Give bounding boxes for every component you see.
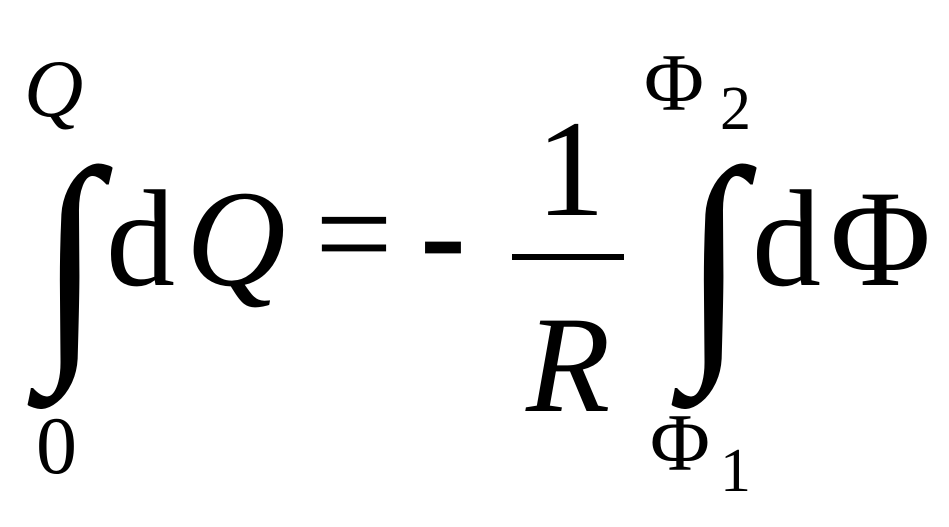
right-upper-limit: Φ bbox=[644, 37, 704, 128]
right-upper-limit-subscript: 2 bbox=[720, 75, 751, 143]
equals-sign: = bbox=[315, 157, 393, 310]
left-integral-sign: ∫ bbox=[39, 120, 102, 397]
right-differential: d bbox=[752, 162, 821, 315]
left-upper-limit: Q bbox=[24, 43, 84, 134]
minus-sign: - bbox=[420, 157, 466, 310]
fraction-numerator: 1 bbox=[536, 92, 605, 245]
left-differential: d bbox=[106, 162, 175, 315]
fraction-bar bbox=[512, 254, 624, 260]
fraction-denominator: R bbox=[526, 288, 611, 441]
right-variable: Φ bbox=[830, 162, 931, 315]
right-integral-sign: ∫ bbox=[683, 120, 746, 397]
left-variable: Q bbox=[186, 162, 286, 315]
right-lower-limit-subscript: 1 bbox=[720, 437, 751, 505]
left-lower-limit: 0 bbox=[36, 400, 77, 491]
right-lower-limit: Φ bbox=[650, 397, 710, 488]
